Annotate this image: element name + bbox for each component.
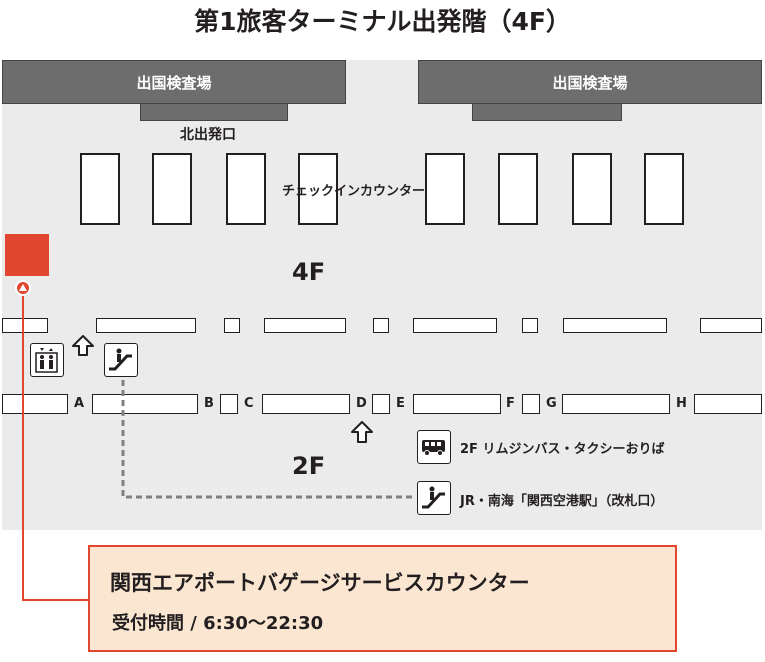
route-to-jr — [121, 380, 416, 499]
baggage-service-counter[interactable] — [5, 234, 49, 276]
wall-segment — [373, 318, 389, 333]
wall-segment — [2, 394, 68, 414]
map-title: 第1旅客ターミナル出発階（4F） — [194, 7, 571, 36]
callout-connector — [22, 292, 88, 601]
up-arrow-icon — [72, 335, 94, 356]
wall-segment — [224, 318, 240, 333]
wall-segment — [700, 318, 762, 333]
checkin-counter — [572, 153, 612, 225]
wall-segment — [562, 394, 670, 414]
elevator-icon — [30, 343, 64, 377]
wall-segment — [220, 394, 238, 414]
checkin-counter — [226, 153, 266, 225]
wall-segment — [96, 318, 196, 333]
zone-label-g: G — [546, 396, 557, 411]
zone-label-b: B — [204, 396, 214, 411]
checkin-label: チェックインカウンター — [282, 184, 426, 199]
floor-area — [2, 60, 762, 530]
zone-label-c: C — [244, 396, 254, 411]
wall-segment — [563, 318, 667, 333]
wall-segment — [2, 318, 48, 333]
floor-label-4f: 4F — [292, 258, 326, 286]
checkin-counter — [644, 153, 684, 225]
zone-label-a: A — [74, 396, 85, 411]
callout-hours: 受付時間 / 6:30〜22:30 — [112, 613, 324, 634]
zone-label-e: E — [396, 396, 405, 411]
wall-segment — [522, 318, 538, 333]
checkin-counter — [425, 153, 465, 225]
immigration-right: 出国検査場 — [418, 60, 762, 104]
wall-segment — [372, 394, 390, 414]
escalator-icon — [417, 481, 451, 515]
wall-segment — [264, 318, 346, 333]
wall-segment — [694, 394, 762, 414]
checkin-counter — [80, 153, 120, 225]
baggage-service-callout — [88, 545, 677, 652]
north-exit-gate — [140, 103, 288, 121]
bus-taxi-label: 2F リムジンバス・タクシーおりば — [460, 442, 665, 457]
zone-label-h: H — [676, 396, 687, 411]
wall-segment — [413, 318, 497, 333]
checkin-counter — [498, 153, 538, 225]
checkin-counter — [298, 153, 338, 225]
north-exit-label: 北出発口 — [180, 127, 236, 143]
bus-icon — [417, 430, 451, 464]
wall-segment — [262, 394, 350, 414]
floor-label-2f: 2F — [292, 452, 326, 480]
callout-title: 関西エアポートバゲージサービスカウンター — [110, 571, 530, 595]
escalator-icon — [104, 343, 138, 377]
right-gate — [472, 103, 622, 121]
wall-segment — [92, 394, 198, 414]
zone-label-f: F — [506, 396, 515, 411]
checkin-counter — [152, 153, 192, 225]
wall-segment — [522, 394, 540, 414]
jr-station-label: JR・南海「関西空港駅」（改札口） — [460, 494, 664, 509]
wall-segment — [413, 394, 501, 414]
zone-label-d: D — [356, 396, 367, 411]
up-arrow-icon — [351, 421, 373, 443]
